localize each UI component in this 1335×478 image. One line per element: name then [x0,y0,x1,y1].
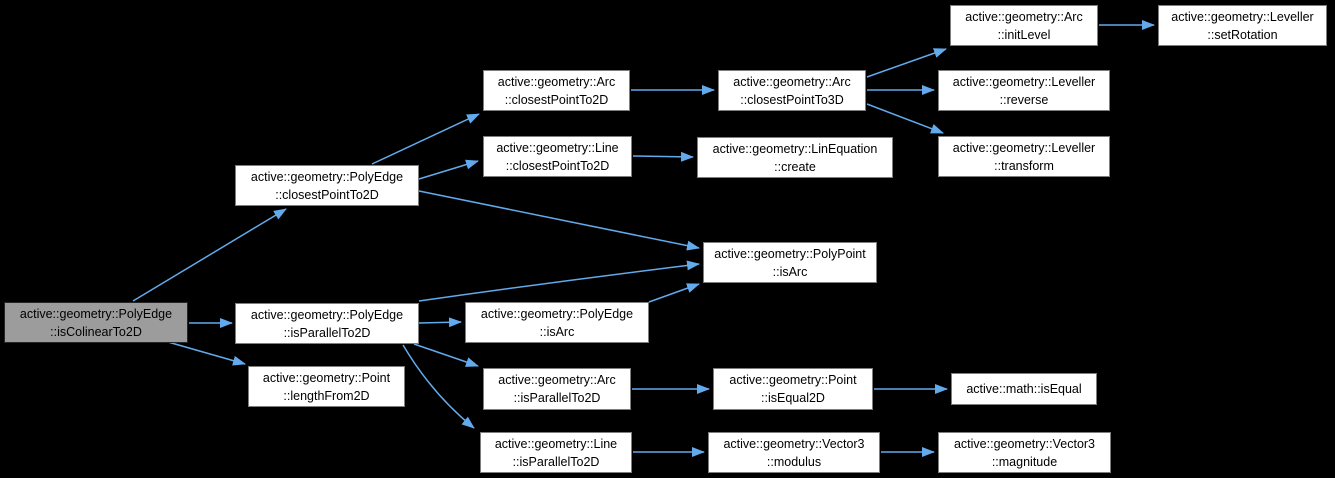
node-label: active::geometry::Point [262,370,391,385]
node-label: active::geometry::Vector3 [953,436,1096,451]
edge-isParallelTo2D-to-polypoint-isArc [418,260,700,302]
node-label: active::geometry::LinEquation [712,141,878,156]
node-label: ::closestPointTo2D [505,158,610,173]
node-label: ::closestPointTo2D [504,92,609,107]
node-label: ::transform [994,158,1054,173]
node-label: active::geometry::Point [729,373,857,387]
edge-isParallelTo2D-to-arc-isParallel [413,343,479,367]
node-label: active::geometry::PolyEdge [250,169,404,184]
edge-polyedge-isArc-to-polypoint-isArc [648,283,700,303]
edge-root-to-closestPointTo2D [132,208,287,302]
node-vector3-modulus[interactable]: active::geometry::Vector3 ::modulus [708,432,880,473]
node-arc-isParallelTo2D[interactable]: active::geometry::Arc ::isParallelTo2D [483,368,631,410]
node-label: ::isParallelTo2D [513,391,601,405]
edge-isParallelTo2D-to-polyedge-isArc [418,317,462,328]
node-label: active::geometry::Arc [965,9,1083,24]
node-arc-initLevel[interactable]: active::geometry::Arc ::initLevel [950,5,1098,46]
node-label: ::closestPointTo2D [275,187,379,202]
edge-closestPointTo2D-to-polypoint-isArc [418,190,700,251]
node-point-isEqual2D[interactable]: active::geometry::Point ::isEqual2D [713,368,873,410]
edge-root-to-lengthFrom2D [167,341,246,366]
node-label: active::geometry::Arc [498,373,616,387]
node-label: ::isParallelTo2D [512,454,600,469]
node-math-isEqual[interactable]: active::math::isEqual [951,373,1097,405]
edge-closestPointTo2D-to-line-closest2D [418,159,479,180]
edge-closestPointTo2D-to-arc-closest2D [371,113,480,165]
edge-isParallelTo2D-to-line-isParallel [402,344,475,429]
node-vector3-magnitude[interactable]: active::geometry::Vector3 ::magnitude [938,432,1111,473]
node-label: ::isEqual2D [761,391,825,405]
node-label: ::isArc [772,264,808,279]
node-label: ::magnitude [991,454,1058,469]
node-label: active::geometry::Leveller [952,140,1096,155]
node-linequation-create[interactable]: active::geometry::LinEquation ::create [697,137,893,178]
node-label: ::reverse [999,92,1049,107]
node-label: ::isArc [539,324,575,339]
node-label: ::isParallelTo2D [283,325,371,340]
node-arc-closestPointTo2D[interactable]: active::geometry::Arc ::closestPointTo2D [483,70,630,111]
node-line-isParallelTo2D[interactable]: active::geometry::Line ::isParallelTo2D [480,432,632,473]
node-label: active::geometry::Line [496,140,619,155]
node-label: ::closestPointTo3D [740,92,844,107]
node-label: ::create [774,159,816,174]
node-label: ::lengthFrom2D [283,388,370,403]
node-leveller-reverse[interactable]: active::geometry::Leveller ::reverse [938,70,1110,111]
node-label: ::modulus [766,454,822,469]
node-label: active::geometry::PolyEdge [19,306,173,321]
node-arc-closestPointTo3D[interactable]: active::geometry::Arc ::closestPointTo3D [718,70,866,111]
node-polypoint-isArc[interactable]: active::geometry::PolyPoint ::isArc [703,242,877,283]
node-point-lengthFrom2D[interactable]: active::geometry::Point ::lengthFrom2D [248,366,405,407]
node-label: active::geometry::Arc [733,74,851,89]
node-label: active::geometry::Arc [497,74,616,89]
node-label: active::geometry::PolyPoint [714,246,866,261]
node-label: active::geometry::Leveller [1171,9,1314,24]
node-label: active::geometry::PolyEdge [480,306,634,321]
node-label: ::isColinearTo2D [50,324,142,339]
node-leveller-setRotation[interactable]: active::geometry::Leveller ::setRotation [1158,5,1327,46]
node-label: active::geometry::PolyEdge [250,307,404,322]
node-polyedge-isParallelTo2D[interactable]: active::geometry::PolyEdge ::isParallelT… [235,303,419,344]
node-label: active::geometry::Line [494,436,618,451]
node-polyedge-closestPointTo2D[interactable]: active::geometry::PolyEdge ::closestPoin… [235,165,419,206]
node-label: active::geometry::Leveller [952,74,1096,89]
node-line-closestPointTo2D[interactable]: active::geometry::Line ::closestPointTo2… [483,136,632,177]
node-polyedge-isArc[interactable]: active::geometry::PolyEdge ::isArc [465,302,649,343]
node-label: ::initLevel [997,27,1051,42]
node-label: ::setRotation [1207,27,1278,42]
node-label: active::math::isEqual [966,382,1082,396]
node-leveller-transform[interactable]: active::geometry::Leveller ::transform [938,136,1110,177]
node-label: active::geometry::Vector3 [723,436,865,451]
node-polyedge-isColinearTo2D: active::geometry::PolyEdge ::isColinearT… [4,302,188,343]
edge-line-closest2D-to-create [632,151,694,162]
edge-arc-closest3D-to-initLevel [866,48,947,78]
edge-arc-closest3D-to-transform [866,103,944,134]
